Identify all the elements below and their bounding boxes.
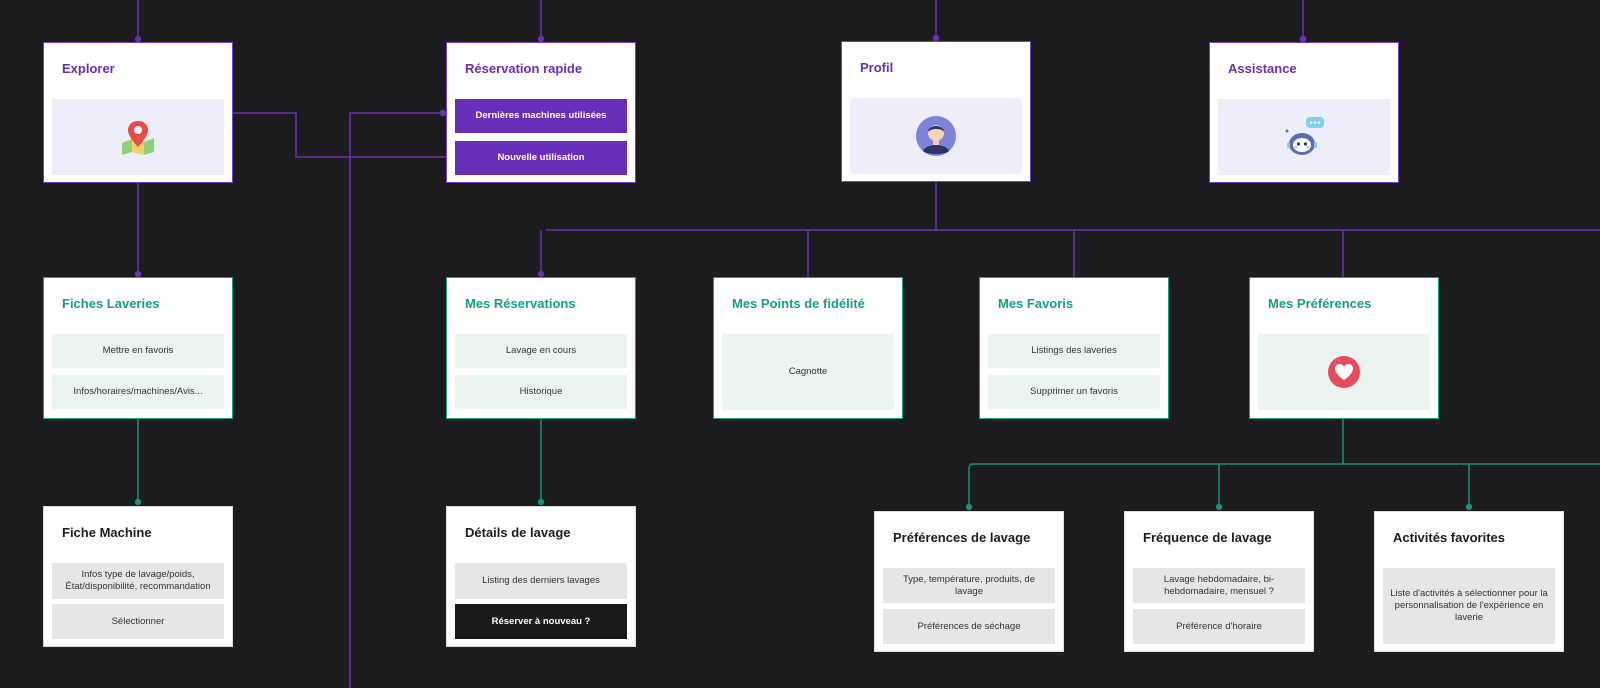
laundry-info-item[interactable]: Infos/horaires/machines/Avis... [52,375,224,409]
wash-type-item[interactable]: Type, température, produits, de lavage [883,568,1055,603]
select-machine-item[interactable]: Sélectionner [52,604,224,639]
assistance-title: Assistance [1228,61,1297,76]
reservation-title: Réservation rapide [465,61,583,76]
machine-info-item[interactable]: Infos type de lavage/poids, État/disponi… [52,563,224,599]
remove-favorite-item[interactable]: Supprimer un favoris [988,375,1160,409]
activities-list-item[interactable]: Liste d'activités à sélectionner pour la… [1383,568,1555,644]
current-wash-item[interactable]: Lavage en cours [455,334,627,368]
mes-favoris-title: Mes Favoris [998,296,1074,311]
explorer-title: Explorer [62,61,115,76]
frequence-lavage-card[interactable]: Fréquence de lavage Lavage hebdomadaire,… [1124,511,1314,652]
history-item[interactable]: Historique [455,375,627,409]
preferences-illustration [1258,334,1430,410]
pref-lavage-card[interactable]: Préférences de lavage Type, température,… [874,511,1064,652]
reservation-rapide-card[interactable]: Réservation rapide Dernières machines ut… [446,42,636,183]
points-fidelite-card[interactable]: Mes Points de fidélité Cagnotte [713,277,903,419]
assistance-card[interactable]: Assistance [1209,42,1399,183]
last-machines-button[interactable]: Dernières machines utilisées [455,99,627,133]
add-favorite-item[interactable]: Mettre en favoris [52,334,224,368]
fiches-laveries-card[interactable]: Fiches Laveries Mettre en favoris Infos/… [43,277,233,419]
explorer-card[interactable]: Explorer [43,42,233,183]
profil-title: Profil [860,60,894,75]
mes-preferences-card[interactable]: Mes Préférences [1249,277,1439,419]
activites-favorites-title: Activités favorites [1393,530,1505,545]
laundry-listings-item[interactable]: Listings des laveries [988,334,1160,368]
fiche-machine-title: Fiche Machine [62,525,152,540]
activites-favorites-card[interactable]: Activités favorites Liste d'activités à … [1374,511,1564,652]
mes-reservations-title: Mes Réservations [465,296,576,311]
chatbot-icon [1285,117,1324,155]
new-use-button[interactable]: Nouvelle utilisation [455,141,627,175]
recent-washes-item[interactable]: Listing des derniers lavages [455,563,627,599]
fiches-laveries-title: Fiches Laveries [62,296,160,311]
details-lavage-card[interactable]: Détails de lavage Listing des derniers l… [446,506,636,647]
reserve-again-button[interactable]: Réserver à nouveau ? [455,604,627,639]
mes-preferences-title: Mes Préférences [1268,296,1372,311]
fiche-machine-card[interactable]: Fiche Machine Infos type de lavage/poids… [43,506,233,647]
points-fidelite-title: Mes Points de fidélité [732,296,865,311]
frequence-lavage-title: Fréquence de lavage [1143,530,1272,545]
pref-lavage-title: Préférences de lavage [893,530,1031,545]
mes-reservations-card[interactable]: Mes Réservations Lavage en cours Histori… [446,277,636,419]
profil-illustration [850,98,1022,174]
profil-card[interactable]: Profil [841,41,1031,182]
explorer-illustration [52,99,224,175]
map-pin-icon [122,121,154,155]
heart-icon [1328,356,1360,388]
drying-pref-item[interactable]: Préférences de séchage [883,609,1055,644]
time-pref-item[interactable]: Préférence d'horaire [1133,609,1305,644]
cagnotte-item[interactable]: Cagnotte [722,334,894,410]
user-avatar-icon [916,116,956,156]
details-lavage-title: Détails de lavage [465,525,571,540]
assistance-illustration [1218,99,1390,175]
mes-favoris-card[interactable]: Mes Favoris Listings des laveries Suppri… [979,277,1169,419]
wash-frequency-item[interactable]: Lavage hebdomadaire, bi-hebdomadaire, me… [1133,568,1305,603]
